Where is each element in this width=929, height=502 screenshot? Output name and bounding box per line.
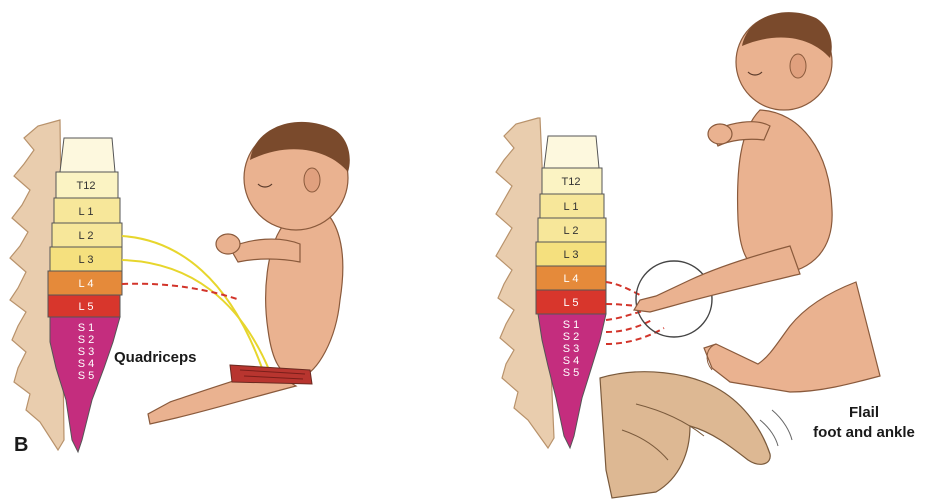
right-label-l4: L 4 — [564, 273, 579, 285]
left-label-l1: L 1 — [79, 206, 94, 218]
right-label-s2: S 2 — [563, 331, 580, 343]
right-label-s5: S 5 — [563, 367, 580, 379]
left-label-l2: L 2 — [79, 230, 94, 242]
right-panel: T12 L 1 L 2 L 3 L 4 L 5 S 1 S 2 S 3 S 4 … — [496, 12, 915, 498]
left-label-s5: S 5 — [78, 370, 95, 382]
right-label-s4: S 4 — [563, 355, 580, 367]
left-infant-illustration — [148, 122, 350, 424]
flail-caption-line1: Flail — [849, 404, 879, 421]
left-label-l5: L 5 — [79, 301, 94, 313]
panel-letter: B — [14, 434, 28, 456]
right-label-l1: L 1 — [564, 201, 579, 213]
left-panel: T12 L 1 L 2 L 3 L 4 L 5 S 1 S 2 S 3 S 4 … — [10, 120, 350, 456]
right-label-s3: S 3 — [563, 343, 580, 355]
left-label-s2: S 2 — [78, 334, 95, 346]
right-label-l3: L 3 — [564, 249, 579, 261]
flail-caption-line2: foot and ankle — [813, 424, 915, 441]
right-label-t12: T12 — [562, 176, 581, 188]
flail-foot-closeup — [704, 282, 880, 392]
right-label-l2: L 2 — [564, 225, 579, 237]
right-nerves — [606, 282, 664, 344]
left-label-s1: S 1 — [78, 322, 95, 334]
left-label-t12: T12 — [77, 180, 96, 192]
right-label-s1: S 1 — [563, 319, 580, 331]
left-label-s3: S 3 — [78, 346, 95, 358]
quadriceps-label: Quadriceps — [114, 349, 197, 366]
left-label-l4: L 4 — [79, 278, 94, 290]
left-label-s4: S 4 — [78, 358, 95, 370]
right-infant-illustration — [634, 12, 832, 312]
right-label-l5: L 5 — [564, 297, 579, 309]
left-label-l3: L 3 — [79, 254, 94, 266]
examiner-hand — [600, 372, 792, 498]
